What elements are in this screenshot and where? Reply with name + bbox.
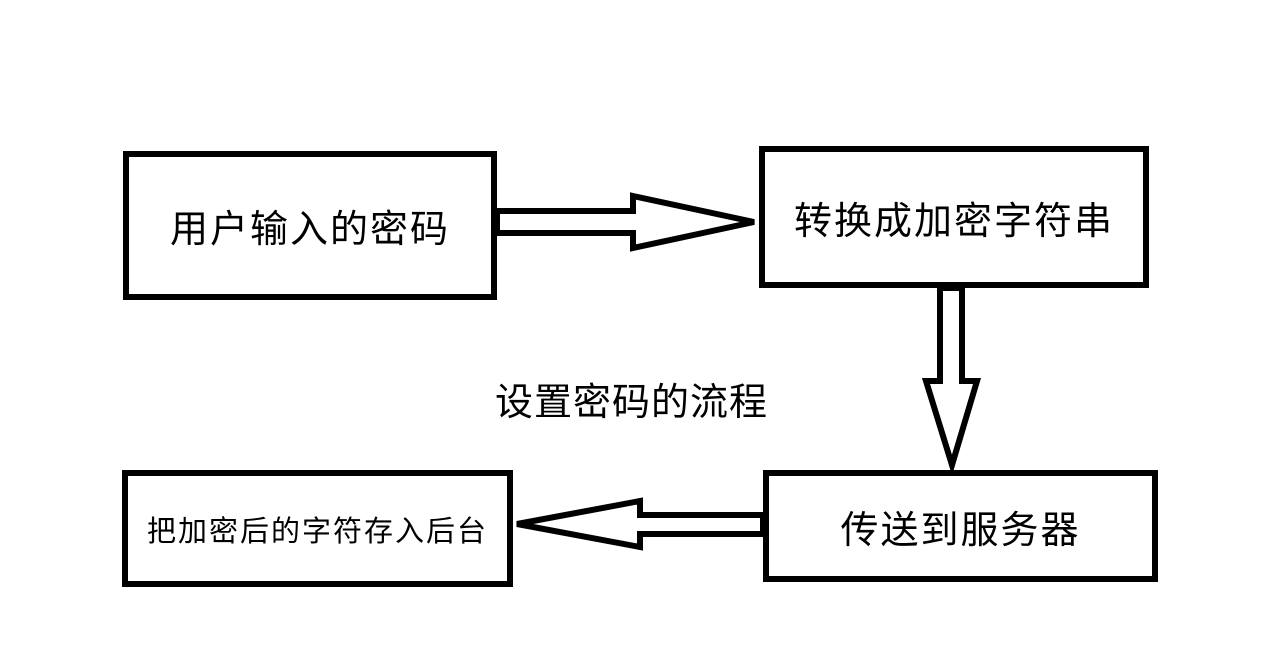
- node-store-encrypted-backend: 把加密后的字符存入后台: [122, 470, 513, 587]
- node-user-password-input: 用户输入的密码: [123, 151, 497, 300]
- node-convert-encrypted-string-label: 转换成加密字符串: [793, 200, 1114, 243]
- node-convert-encrypted-string: 转换成加密字符串: [759, 146, 1149, 288]
- diagram-title: 设置密码的流程: [495, 382, 769, 424]
- arrow-down-convert-to-send: [921, 285, 982, 476]
- node-send-to-server: 传送到服务器: [763, 470, 1158, 582]
- arrow-right-user-to-convert: [494, 192, 755, 252]
- node-store-encrypted-backend-label: 把加密后的字符存入后台: [146, 515, 488, 548]
- node-user-password-input-label: 用户输入的密码: [169, 209, 450, 251]
- arrow-left-send-to-store: [516, 497, 766, 551]
- node-send-to-server-label: 传送到服务器: [840, 509, 1081, 552]
